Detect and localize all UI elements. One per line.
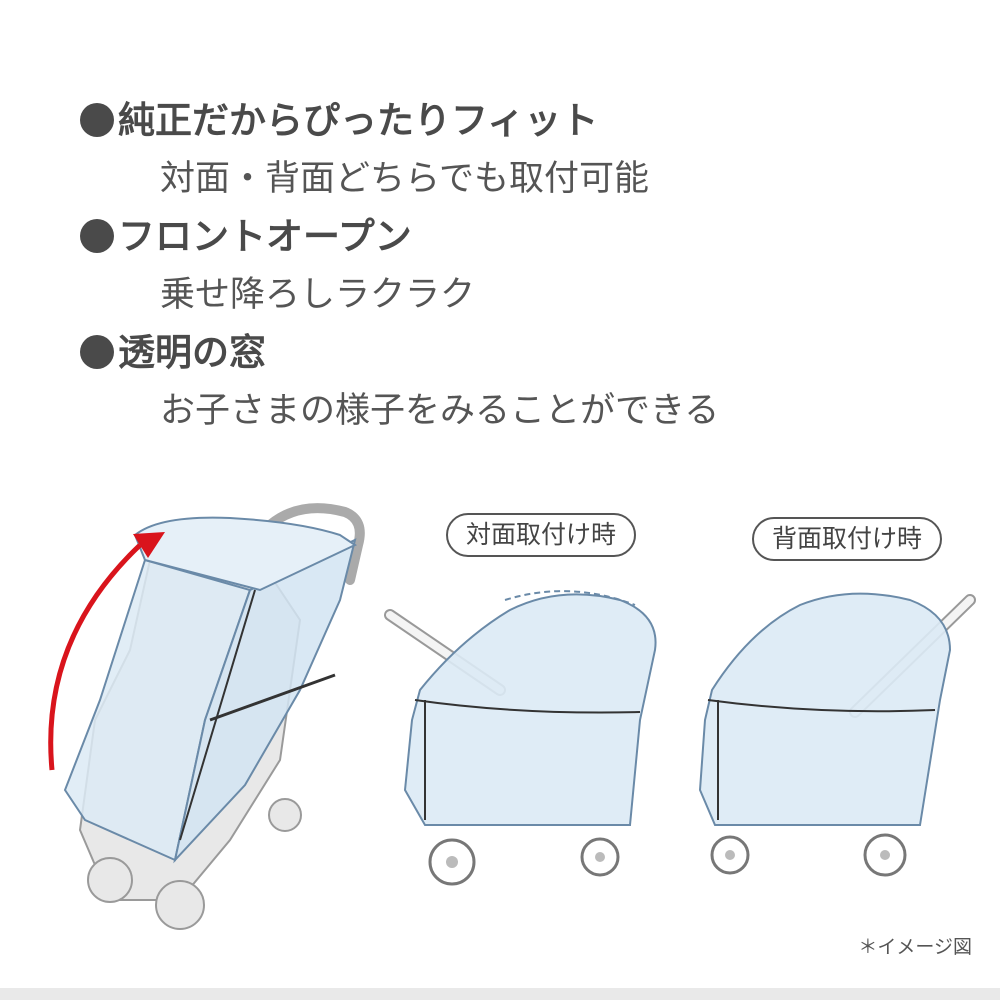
cover-top [133, 516, 358, 592]
feature-heading-text: フロントオープン [118, 215, 412, 258]
feature-sub-window: お子さまの様子をみることができる [160, 391, 720, 431]
feature-heading-text: 純正だからぴったりフィット [118, 99, 599, 142]
feature-list: 純正だからぴったりフィット 対面・背面どちらでも取付可能 フロントオープン 乗せ… [80, 92, 940, 440]
cover-body [403, 593, 657, 826]
zipper-line [707, 699, 936, 713]
front-facing-label: 対面取付け時 [446, 513, 636, 557]
bullet-icon [80, 219, 114, 253]
stroller-illustrations [48, 503, 976, 930]
bottom-band [0, 988, 1000, 1000]
feature-heading-window: 透明の窓 [80, 324, 940, 382]
feature-sub-front-open: 乗せ降ろしラクラク [160, 275, 476, 315]
front-facing-illustration [384, 590, 657, 886]
image-note: ＊イメージ図 [858, 936, 972, 958]
feature-sub-fit: 対面・背面どちらでも取付可能 [160, 159, 649, 199]
feature-heading-front-open: フロントオープン [80, 208, 940, 266]
arrow-head-icon [133, 532, 165, 558]
bullet-icon [80, 335, 114, 369]
zipper-line [179, 589, 256, 841]
feature-heading-fit: 純正だからぴったりフィット [80, 92, 940, 150]
bullet-icon [80, 103, 114, 137]
back-facing-illustration [698, 592, 976, 877]
open-cover-illustration [48, 503, 365, 930]
back-facing-label: 背面取付け時 [752, 517, 942, 561]
zipper-line [209, 673, 336, 722]
feature-heading-text: 透明の窓 [118, 331, 266, 374]
handle-bar [265, 503, 365, 585]
arrow-line [48, 543, 142, 771]
zipper-line [414, 699, 641, 714]
